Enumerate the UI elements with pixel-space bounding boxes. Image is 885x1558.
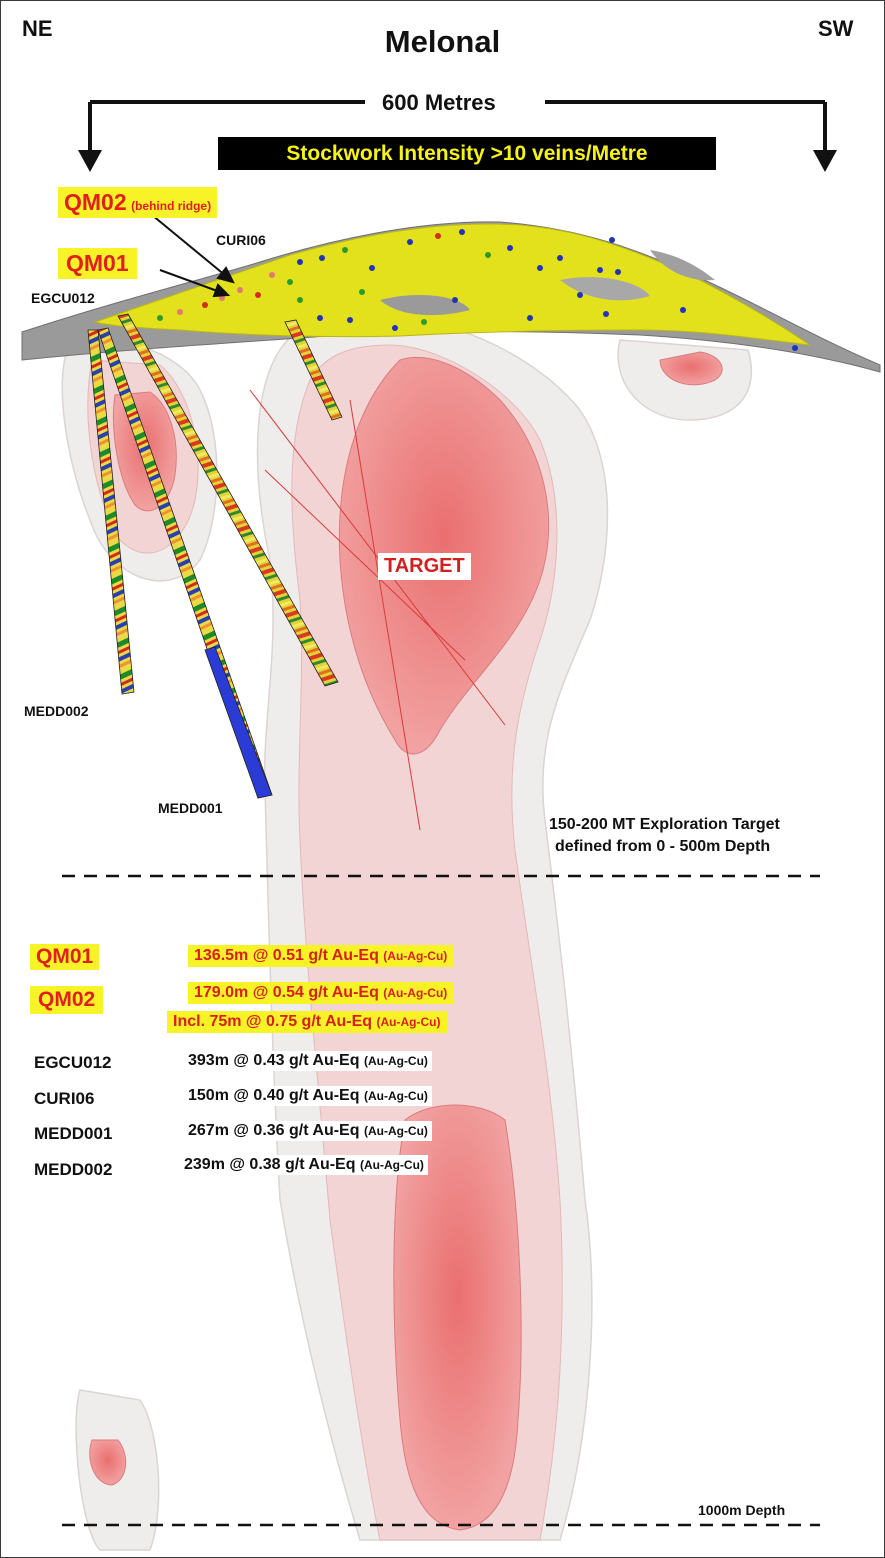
callout-qm01: QM01: [58, 248, 137, 279]
result-id-qm01: QM01: [30, 944, 99, 970]
result-id-curi06: CURI06: [34, 1089, 94, 1109]
result-value-medd002: 239m @ 0.38 g/t Au-Eq (Au-Ag-Cu): [180, 1155, 428, 1175]
result-incl-text: Incl. 75m @ 0.75 g/t Au-Eq: [173, 1013, 372, 1030]
result-value-qm02: 179.0m @ 0.54 g/t Au-Eq (Au-Ag-Cu): [188, 982, 453, 1004]
callout-qm02-id: QM02: [64, 189, 127, 215]
hole-label-egcu012: EGCU012: [31, 290, 95, 306]
result-medd002-text: 239m @ 0.38 g/t Au-Eq: [184, 1156, 356, 1173]
result-medd002-suffix: (Au-Ag-Cu): [360, 1158, 424, 1172]
depth-1000m-label: 1000m Depth: [698, 1502, 785, 1518]
result-medd001-suffix: (Au-Ag-Cu): [364, 1124, 428, 1138]
result-egcu012-suffix: (Au-Ag-Cu): [364, 1054, 428, 1068]
drill-trace-medd001-blue: [205, 647, 272, 798]
result-value-egcu012: 393m @ 0.43 g/t Au-Eq (Au-Ag-Cu): [184, 1051, 432, 1071]
exploration-target-line2: defined from 0 - 500m Depth: [555, 838, 770, 856]
hole-label-curi06: CURI06: [216, 232, 266, 248]
stockwork-legend-banner: Stockwork Intensity >10 veins/Metre: [218, 137, 716, 170]
callout-qm02: QM02 (behind ridge): [58, 187, 217, 218]
result-value-medd001: 267m @ 0.36 g/t Au-Eq (Au-Ag-Cu): [184, 1121, 432, 1141]
figure-title: Melonal: [0, 24, 885, 60]
result-id-medd002: MEDD002: [34, 1160, 112, 1180]
result-qm02-suffix: (Au-Ag-Cu): [383, 986, 447, 1000]
callout-qm02-note: (behind ridge): [131, 199, 211, 213]
result-value-qm02-incl: Incl. 75m @ 0.75 g/t Au-Eq (Au-Ag-Cu): [167, 1011, 447, 1033]
result-qm01-suffix: (Au-Ag-Cu): [383, 949, 447, 963]
result-incl-suffix: (Au-Ag-Cu): [377, 1015, 441, 1029]
target-label: TARGET: [378, 553, 471, 580]
result-id-qm02: QM02: [30, 986, 103, 1014]
result-id-egcu012: EGCU012: [34, 1053, 111, 1073]
result-value-curi06: 150m @ 0.40 g/t Au-Eq (Au-Ag-Cu): [184, 1086, 432, 1106]
result-egcu012-text: 393m @ 0.43 g/t Au-Eq: [188, 1052, 360, 1069]
hole-label-medd002: MEDD002: [24, 703, 89, 719]
result-curi06-text: 150m @ 0.40 g/t Au-Eq: [188, 1087, 360, 1104]
result-qm01-text: 136.5m @ 0.51 g/t Au-Eq: [194, 947, 379, 964]
result-value-qm01: 136.5m @ 0.51 g/t Au-Eq (Au-Ag-Cu): [188, 945, 453, 967]
result-medd001-text: 267m @ 0.36 g/t Au-Eq: [188, 1122, 360, 1139]
hole-label-medd001: MEDD001: [158, 800, 223, 816]
result-curi06-suffix: (Au-Ag-Cu): [364, 1089, 428, 1103]
exploration-target-line1: 150-200 MT Exploration Target: [549, 816, 780, 834]
result-id-medd001: MEDD001: [34, 1124, 112, 1144]
result-qm02-text: 179.0m @ 0.54 g/t Au-Eq: [194, 984, 379, 1001]
scale-distance-label: 600 Metres: [372, 90, 506, 116]
